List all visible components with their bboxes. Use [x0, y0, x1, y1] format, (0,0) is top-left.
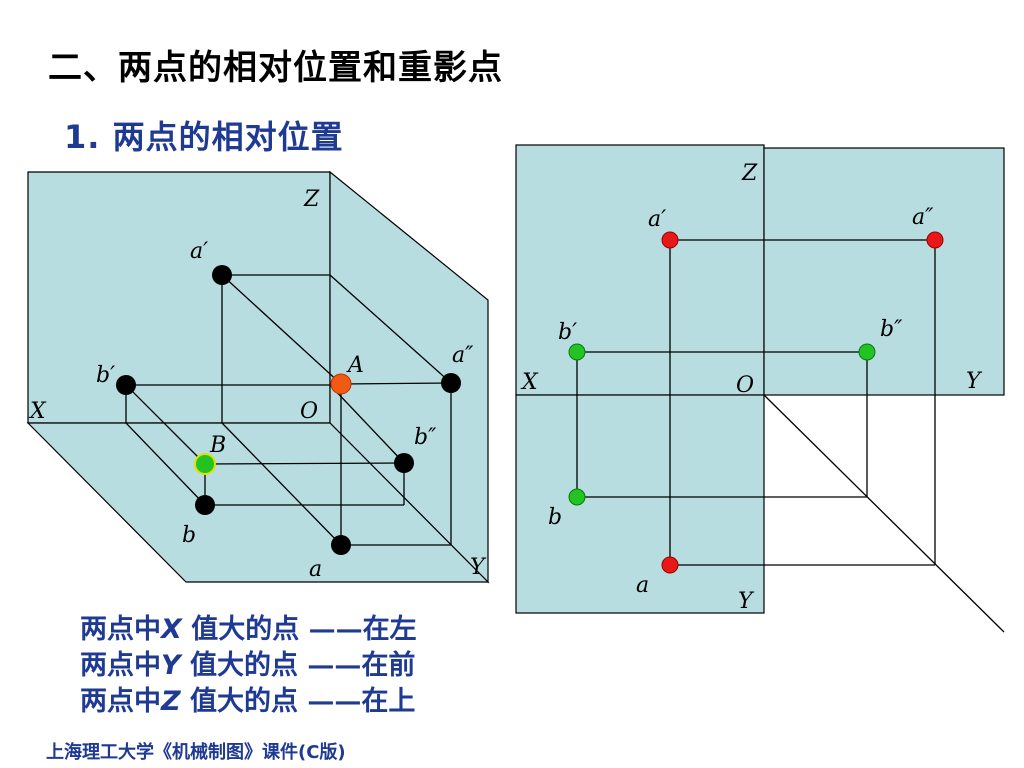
rule-variable: X	[161, 614, 182, 645]
rule-suffix: 值大的点 ——在前	[180, 650, 416, 681]
page-title: 二、两点的相对位置和重影点	[48, 48, 503, 88]
label-b-side: b″	[414, 425, 437, 450]
rule-prefix: 两点中	[80, 650, 161, 681]
point-B-space	[194, 453, 216, 475]
label-y-axis-bottom: Y	[738, 589, 755, 614]
left-points	[116, 265, 461, 555]
right-side-plane	[763, 147, 1005, 396]
point-A-space	[330, 373, 352, 395]
rule-y: 两点中Y 值大的点 ——在前	[80, 648, 417, 684]
right-projection-lines	[576, 239, 1005, 633]
label-b-front: b′	[558, 320, 577, 345]
label-y-axis-right: Y	[966, 369, 983, 394]
label-o-origin: O	[300, 399, 318, 424]
label-a-front: a′	[648, 207, 666, 232]
left-3d-diagram: Z X O Y a′ a″ a b′ b″ b A B	[26, 170, 490, 584]
rule-variable: Z	[161, 686, 181, 717]
rule-list: 两点中X 值大的点 ——在左 两点中Y 值大的点 ——在前 两点中Z 值大的点 …	[80, 612, 417, 720]
point-b-top-view	[195, 495, 215, 515]
rule-suffix: 值大的点 ——在上	[180, 686, 416, 717]
point-a-top-view	[331, 535, 351, 555]
right-top-plane	[515, 394, 765, 614]
right-labels: Z X O Y Y a′ a″ a b′ b″ b	[520, 161, 983, 614]
label-x-axis: X	[28, 399, 47, 424]
label-z-axis: Z	[303, 187, 320, 212]
rule-prefix: 两点中	[80, 614, 161, 645]
label-b-front: b′	[96, 363, 115, 388]
rule-suffix: 值大的点 ——在左	[181, 614, 417, 645]
right-points	[568, 231, 944, 574]
rule-z: 两点中Z 值大的点 ——在上	[80, 684, 417, 720]
label-a-front: a′	[190, 239, 208, 264]
label-b-top: b	[548, 505, 562, 530]
label-y-axis: Y	[470, 555, 487, 580]
point-a-side-view	[926, 231, 944, 249]
point-b-side-view	[858, 343, 876, 361]
footer-credit: 上海理工大学《机械制图》课件(C版)	[46, 742, 346, 763]
left-horizontal-plane	[26, 422, 490, 583]
point-b-front-view	[568, 343, 586, 361]
rule-variable: Y	[161, 650, 181, 681]
label-o-origin: O	[736, 373, 754, 398]
right-front-plane	[515, 144, 765, 396]
label-a-side: a″	[912, 205, 934, 230]
rule-prefix: 两点中	[80, 686, 161, 717]
point-a-front-view	[661, 231, 679, 249]
point-b-side-view	[394, 453, 414, 473]
rule-x: 两点中X 值大的点 ——在左	[80, 612, 417, 648]
point-b-top-view	[568, 488, 586, 506]
right-2d-diagram: Z X O Y Y a′ a″ a b′ b″ b	[515, 144, 1005, 633]
left-labels: Z X O Y a′ a″ a b′ b″ b A B	[28, 187, 487, 582]
point-b-front-view	[116, 375, 136, 395]
label-a-side: a″	[452, 343, 474, 368]
label-x-axis: X	[520, 370, 539, 395]
label-b-top: b	[182, 523, 196, 548]
left-projection-lines	[125, 274, 452, 546]
label-a-top: a	[636, 573, 649, 598]
label-a-top: a	[309, 557, 322, 582]
label-z-axis: Z	[741, 161, 758, 186]
label-A-space: A	[346, 353, 364, 378]
label-b-side: b″	[880, 317, 903, 342]
point-a-side-view	[441, 373, 461, 393]
point-a-top-view	[661, 556, 679, 574]
label-B-space: B	[209, 433, 226, 458]
section-title: 1. 两点的相对位置	[64, 118, 344, 156]
point-a-front-view	[212, 265, 232, 285]
